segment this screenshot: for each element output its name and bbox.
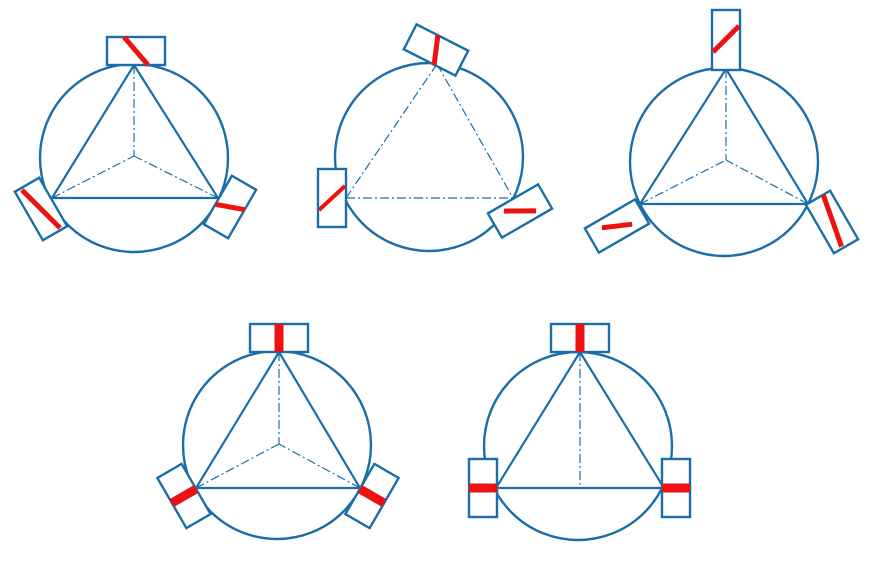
outer-circle bbox=[38, 62, 230, 254]
panel-2 bbox=[316, 22, 554, 253]
box-left bbox=[13, 176, 69, 242]
box-top bbox=[402, 22, 470, 78]
panel-5 bbox=[467, 322, 692, 542]
median-line bbox=[51, 155, 135, 199]
red-marker bbox=[169, 485, 199, 507]
red-marker bbox=[357, 485, 387, 507]
median-line bbox=[195, 443, 280, 489]
triangle bbox=[637, 66, 810, 206]
median-line bbox=[639, 159, 727, 205]
red-marker bbox=[431, 34, 441, 66]
median-line bbox=[278, 443, 361, 489]
box-right bbox=[343, 462, 401, 530]
red-marker bbox=[122, 35, 150, 67]
triangle bbox=[494, 349, 666, 490]
median-line bbox=[133, 155, 219, 199]
panel-3 bbox=[583, 8, 860, 258]
outer-circle bbox=[628, 66, 820, 258]
box-top bbox=[105, 35, 167, 67]
red-marker bbox=[214, 201, 246, 213]
box-left bbox=[467, 457, 499, 519]
box-right bbox=[804, 189, 860, 255]
box-top bbox=[248, 322, 310, 354]
box-top bbox=[549, 322, 611, 354]
outer-circle bbox=[482, 350, 674, 542]
red-marker bbox=[317, 184, 347, 212]
median-line bbox=[725, 159, 809, 205]
red-marker bbox=[601, 221, 633, 231]
box-right bbox=[486, 182, 554, 240]
red-marker bbox=[711, 24, 741, 54]
triangle-edge-dashed bbox=[436, 63, 514, 199]
triangle bbox=[50, 62, 220, 200]
red-marker bbox=[820, 193, 844, 248]
panel-1 bbox=[13, 35, 258, 254]
box-left bbox=[583, 197, 651, 255]
triangle bbox=[194, 349, 362, 490]
box-right bbox=[202, 174, 258, 240]
red-marker bbox=[20, 188, 62, 230]
panel-4 bbox=[155, 322, 401, 541]
box-right bbox=[660, 457, 692, 519]
red-marker bbox=[503, 208, 537, 214]
box-top bbox=[710, 8, 742, 72]
triangle-edge-dashed bbox=[345, 63, 438, 199]
box-left bbox=[316, 167, 348, 229]
box-left bbox=[155, 462, 213, 530]
